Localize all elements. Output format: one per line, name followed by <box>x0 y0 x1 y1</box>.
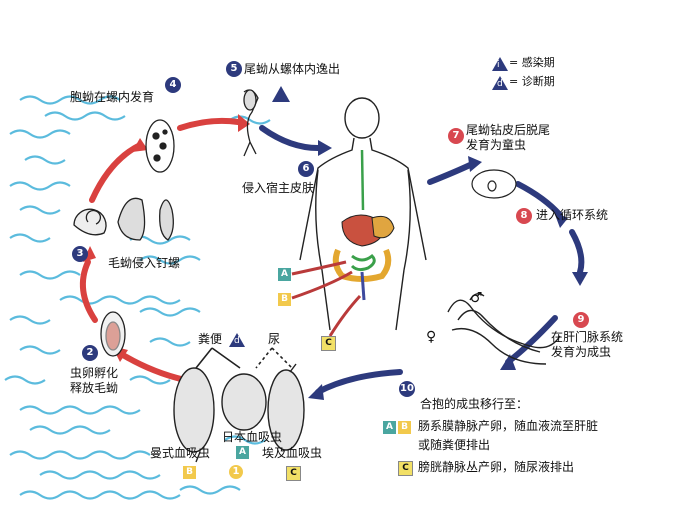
tag-b-mansoni: B <box>183 466 196 479</box>
step-2-label: 虫卵孵化 释放毛蚴 <box>70 366 119 395</box>
tag-a-japonicum: A <box>236 446 249 459</box>
infection-site-lines <box>291 260 362 337</box>
haematobium-label: 埃及血吸虫 <box>262 446 323 460</box>
eggs <box>173 363 305 463</box>
step-5-label: 尾蚴从螺体内逸出 <box>244 62 341 76</box>
miracidium <box>100 311 126 357</box>
step-7-label: 尾蚴钻皮后脱尾 发育为童虫 <box>466 123 551 152</box>
tag-c-note: C <box>398 461 413 476</box>
male-symbol: ♂ <box>470 290 483 306</box>
diagnostic-stage-icon <box>492 76 508 90</box>
step-4-badge: 4 <box>165 77 181 93</box>
urine-label: 尿 <box>268 332 281 346</box>
step-2-badge: 2 <box>82 345 98 361</box>
infective-stage-icon <box>492 57 508 71</box>
mansoni-label: 曼式血吸虫 <box>150 446 211 460</box>
schistosomulum <box>471 169 517 199</box>
tag-a-note: A <box>383 421 396 434</box>
step-7-badge: 7 <box>448 128 464 144</box>
sporocyst <box>145 119 175 173</box>
tag-b-note: B <box>398 421 411 434</box>
feces-label: 粪便 <box>198 332 223 346</box>
step-5-badge: 5 <box>226 61 242 77</box>
japonicum-label: 日本血吸虫 <box>222 430 283 444</box>
tag-c-body: C <box>321 336 336 351</box>
step-6-badge: 6 <box>298 161 314 177</box>
tag-a-body: A <box>278 268 291 281</box>
snails <box>73 197 174 241</box>
pointer-lines <box>195 347 293 369</box>
migration-note-c: 膀胱静脉丛产卵，随尿液排出 <box>418 460 575 474</box>
legend-diagnostic-label: = 诊断期 <box>509 75 555 88</box>
cercaria <box>243 89 259 157</box>
diagnostic-marker-eggs <box>229 333 245 347</box>
step-10-badge: 10 <box>399 381 415 397</box>
step-9-label: 在肝门脉系统 发育为成虫 <box>551 330 624 359</box>
navy-arrowheads <box>308 140 588 400</box>
female-symbol: ♀ <box>426 329 437 345</box>
step-3-badge: 3 <box>72 246 88 262</box>
red-cycle-arrows <box>79 117 241 383</box>
step-6-label: 侵入宿主皮肤 <box>242 181 315 195</box>
infective-symbol: i <box>497 60 500 70</box>
step-10-label: 合抱的成虫移行至： <box>420 397 529 411</box>
step-1-badge: 1 <box>229 465 243 479</box>
diagnostic-marker-symbol: d <box>234 336 240 346</box>
step-9-badge: 9 <box>573 312 589 328</box>
step-3-label: 毛蚴侵入钉螺 <box>108 256 181 270</box>
legend-infective-label: = 感染期 <box>509 56 555 69</box>
tag-c-haematobium: C <box>286 466 301 481</box>
tag-b-body: B <box>278 293 291 306</box>
human-body <box>299 97 427 331</box>
navy-cycle-arrows <box>259 125 585 395</box>
adult-worms <box>447 293 561 365</box>
step-8-label: 进入循环系统 <box>536 208 609 222</box>
infective-marker-cercaria <box>272 86 290 102</box>
migration-note-ab: 肠系膜静脉产卵，随血液流至肝脏 <box>418 419 599 433</box>
water-waves <box>4 95 271 500</box>
diagnostic-symbol: d <box>497 79 503 89</box>
step-4-label: 胞蚴在螺内发育 <box>70 90 155 104</box>
step-8-badge: 8 <box>516 208 532 224</box>
migration-note-ab-line2: 或随粪便排出 <box>418 438 491 452</box>
